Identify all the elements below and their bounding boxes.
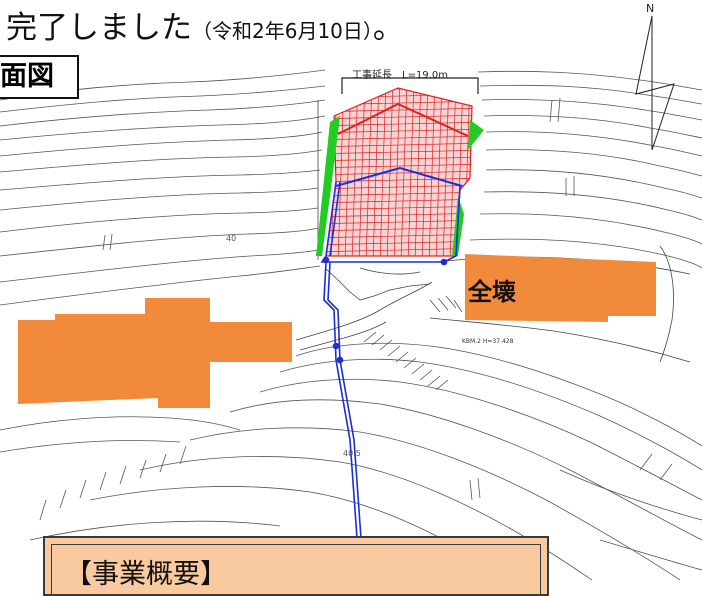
summary-inner-frame	[51, 544, 541, 594]
contour-lines	[0, 69, 702, 580]
green-edge-right	[468, 120, 484, 150]
drainage-pipe	[320, 181, 461, 580]
page-title: 完了しました（令和2年6月10日）。	[6, 2, 404, 47]
north-label: N	[646, 2, 655, 15]
extension-label: 工事延長 L=19.0m	[352, 70, 448, 81]
zenkai-label: 全壊	[468, 278, 516, 306]
house-right-zenkai	[465, 254, 656, 322]
summary-title: 【事業概要】	[65, 559, 227, 590]
contour-label-40: 40	[226, 234, 237, 243]
construction-area	[316, 87, 484, 257]
title-main: 完了しました	[6, 10, 192, 46]
title-date: （令和2年6月10日）	[192, 19, 373, 43]
contour-label-40-5: 40.5	[343, 449, 361, 458]
slope-hatching	[363, 295, 463, 391]
contour-ticks	[39, 97, 673, 521]
house-left	[18, 298, 292, 408]
summary-box: 【事業概要】	[43, 536, 549, 596]
ridge-line-bottom	[335, 166, 463, 187]
site-plan-map	[0, 15, 702, 580]
ridge-line-top	[337, 102, 469, 137]
title-end: 。	[372, 10, 404, 46]
section-label: 面図	[0, 55, 79, 99]
houses	[18, 254, 656, 408]
north-arrow-icon	[635, 15, 675, 151]
benchmark-label: KBM.2 H=37.428	[462, 338, 514, 345]
green-edge-left	[316, 116, 340, 256]
extension-dimension	[341, 77, 479, 94]
